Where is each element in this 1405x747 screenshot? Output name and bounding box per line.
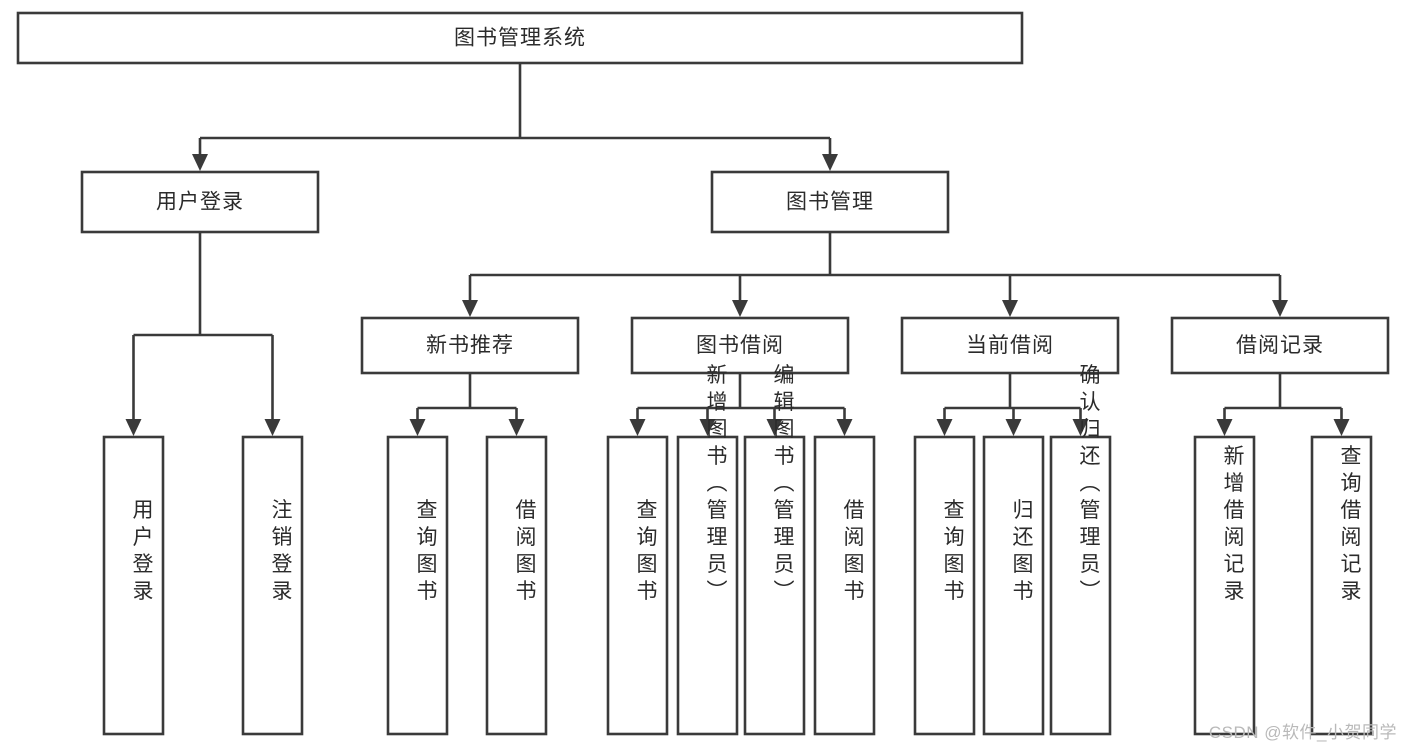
node-box[interactable]: [982, 435, 1045, 736]
connector-new-book-rec: [409, 373, 525, 436]
arrow-head-icon: [629, 419, 646, 436]
arrow-head-icon: [836, 419, 853, 436]
node-label: 注销登录: [269, 499, 293, 607]
node-leaf-add-book[interactable]: 新增图书（管理员）: [676, 364, 739, 736]
node-box[interactable]: [710, 170, 950, 234]
arrow-head-icon: [1002, 300, 1018, 317]
node-box[interactable]: [241, 435, 304, 736]
node-box[interactable]: [900, 316, 1120, 375]
node-box[interactable]: [1170, 316, 1390, 375]
node-book-borrow[interactable]: 图书借阅: [630, 316, 850, 375]
node-box[interactable]: [1310, 435, 1373, 736]
node-label: 编辑图书（管理员）: [771, 364, 795, 607]
node-label: 新增借阅记录: [1221, 445, 1245, 607]
node-label: 借阅图书: [841, 499, 865, 607]
arrow-head-icon: [1333, 419, 1350, 436]
arrow-head-icon: [1216, 419, 1233, 436]
arrow-head-icon: [1072, 419, 1089, 436]
node-label: 借阅记录: [1236, 334, 1324, 357]
arrow-head-icon: [192, 154, 208, 171]
arrow-head-icon: [766, 419, 783, 436]
arrow-head-icon: [822, 154, 838, 171]
node-label: 查询借阅记录: [1338, 445, 1362, 607]
node-leaf-user-logout[interactable]: 注销登录: [241, 435, 304, 736]
node-box[interactable]: [1049, 435, 1112, 736]
connector-borrow-record: [1216, 373, 1350, 436]
node-box[interactable]: [386, 435, 449, 736]
arrow-head-icon: [732, 300, 748, 317]
node-box[interactable]: [16, 11, 1024, 65]
node-root[interactable]: 图书管理系统: [16, 11, 1024, 65]
node-label: 归还图书: [1010, 499, 1034, 607]
connector-user-login: [125, 232, 281, 436]
arrow-head-icon: [699, 419, 716, 436]
connector-book-borrow: [629, 373, 853, 436]
arrow-head-icon: [409, 419, 426, 436]
connector-book-manage: [462, 232, 1288, 317]
node-box[interactable]: [80, 170, 320, 234]
node-box[interactable]: [1193, 435, 1256, 736]
connector-layer: [125, 63, 1350, 436]
node-label: 查询图书: [941, 499, 965, 607]
node-new-book-rec[interactable]: 新书推荐: [360, 316, 580, 375]
connector-root: [192, 63, 838, 171]
arrow-head-icon: [1005, 419, 1022, 436]
arrow-head-icon: [936, 419, 953, 436]
node-label: 当前借阅: [966, 334, 1054, 357]
connector-current-borrow: [936, 373, 1089, 436]
node-leaf-query-book-1[interactable]: 查询图书: [386, 435, 449, 736]
node-label: 新书推荐: [426, 334, 514, 357]
node-label: 新增图书（管理员）: [704, 364, 728, 607]
arrow-head-icon: [125, 419, 142, 436]
arrow-head-icon: [264, 419, 281, 436]
node-box[interactable]: [606, 435, 669, 736]
arrow-head-icon: [1272, 300, 1288, 317]
node-user-login[interactable]: 用户登录: [80, 170, 320, 234]
node-leaf-borrow-book-1[interactable]: 借阅图书: [485, 435, 548, 736]
node-box[interactable]: [743, 435, 806, 736]
arrow-head-icon: [462, 300, 478, 317]
node-leaf-add-record[interactable]: 新增借阅记录: [1193, 435, 1256, 736]
node-label: 用户登录: [130, 499, 154, 607]
node-borrow-record[interactable]: 借阅记录: [1170, 316, 1390, 375]
node-label: 查询图书: [414, 499, 438, 607]
node-label: 图书管理: [786, 191, 874, 214]
node-label: 用户登录: [156, 191, 244, 214]
node-leaf-user-login[interactable]: 用户登录: [102, 435, 165, 736]
node-layer: 图书管理系统用户登录图书管理新书推荐图书借阅当前借阅借阅记录用户登录注销登录查询…: [16, 11, 1390, 736]
node-book-manage[interactable]: 图书管理: [710, 170, 950, 234]
node-label: 借阅图书: [513, 499, 537, 607]
node-label: 查询图书: [634, 499, 658, 607]
node-label: 图书管理系统: [454, 27, 586, 50]
node-box[interactable]: [630, 316, 850, 375]
node-label: 图书借阅: [696, 334, 784, 357]
node-box[interactable]: [485, 435, 548, 736]
node-box[interactable]: [813, 435, 876, 736]
node-leaf-query-record[interactable]: 查询借阅记录: [1310, 435, 1373, 736]
node-leaf-borrow-book-2[interactable]: 借阅图书: [813, 435, 876, 736]
node-label: 确认归还（管理员）: [1077, 364, 1101, 607]
node-box[interactable]: [913, 435, 976, 736]
node-leaf-confirm-return[interactable]: 确认归还（管理员）: [1049, 364, 1112, 736]
node-box[interactable]: [676, 435, 739, 736]
node-leaf-edit-book[interactable]: 编辑图书（管理员）: [743, 364, 806, 736]
node-current-borrow[interactable]: 当前借阅: [900, 316, 1120, 375]
node-leaf-query-book-2[interactable]: 查询图书: [606, 435, 669, 736]
arrow-head-icon: [508, 419, 525, 436]
node-leaf-return-book[interactable]: 归还图书: [982, 435, 1045, 736]
node-box[interactable]: [360, 316, 580, 375]
node-box[interactable]: [102, 435, 165, 736]
node-leaf-query-book-3[interactable]: 查询图书: [913, 435, 976, 736]
